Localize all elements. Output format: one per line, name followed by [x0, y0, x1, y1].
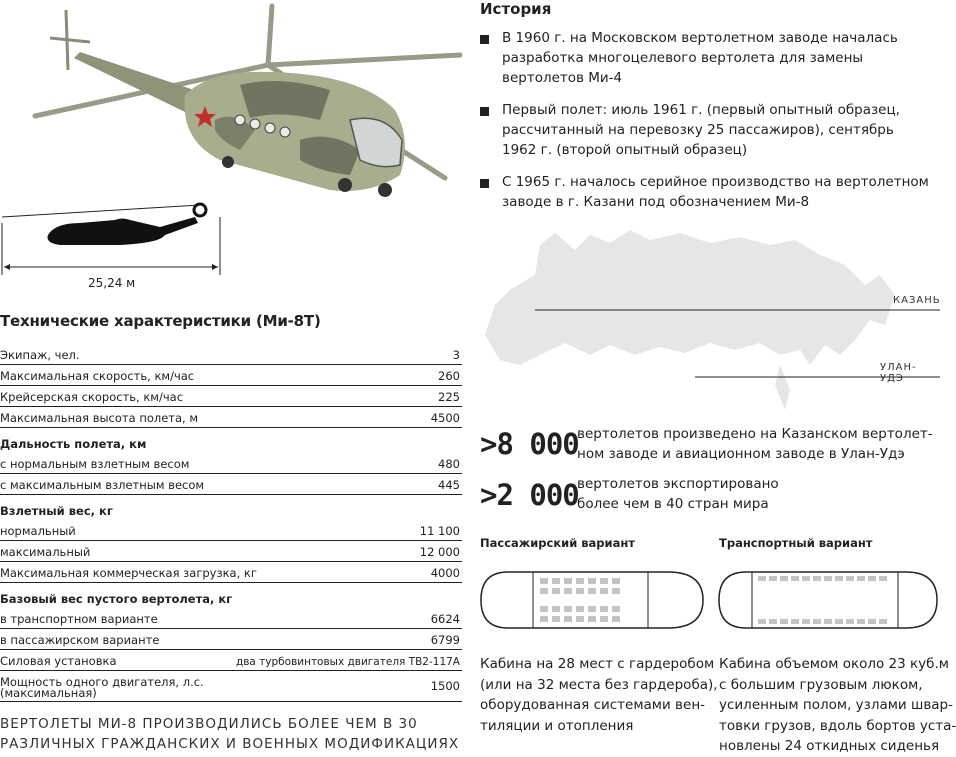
spec-row-crew: Экипаж, чел.3 — [0, 344, 462, 365]
spec-row-engine-power: Мощность одного двигателя, л.с.(максимал… — [0, 671, 462, 702]
helicopter-silhouette — [1, 202, 221, 275]
red-star-icon — [194, 106, 216, 127]
length-dimension: 25,24 м — [88, 276, 136, 290]
city-label-ulan-ude: УЛАН-УДЭ — [880, 362, 917, 384]
transport-cabin-diagram — [718, 571, 938, 629]
history-item: Первый полет: июль 1961 г. (первый опытн… — [480, 100, 930, 160]
spec-heading-empty-weight: Базовый вес пустого вертолета, кг — [0, 592, 233, 606]
stat-exported-number: >2 000 — [480, 478, 580, 512]
bullet-icon — [480, 107, 489, 116]
passenger-variant-title: Пассажирский вариант — [480, 536, 635, 550]
stat-produced-number: >8 000 — [480, 427, 580, 461]
history-item: С 1965 г. началось серийное производство… — [480, 172, 930, 212]
passenger-cabin-diagram — [480, 571, 704, 629]
bullet-icon — [480, 35, 489, 44]
history-item: В 1960 г. на Московском вертолетном заво… — [480, 28, 930, 88]
specs-table: Экипаж, чел.3 Максимальная скорость, км/… — [0, 344, 462, 702]
transport-variant-title: Транспортный вариант — [719, 536, 873, 550]
spec-heading-weight: Взлетный вес, кг — [0, 504, 113, 518]
history-list: В 1960 г. на Московском вертолетном заво… — [480, 28, 930, 224]
russia-map — [485, 230, 940, 410]
passenger-variant-desc: Кабина на 28 мест с гардеробом (или на 3… — [480, 656, 718, 734]
helicopter-illustration — [32, 3, 463, 197]
city-label-kazan: КАЗАНЬ — [893, 295, 941, 306]
spec-heading-range: Дальность полета, км — [0, 437, 147, 451]
transport-variant-desc: Кабина объемом около 23 куб.м с большим … — [719, 656, 956, 754]
stat-produced-desc: вертолетов произведено на Казанском верт… — [577, 426, 933, 462]
modifications-note: ВЕРТОЛЕТЫ МИ-8 ПРОИЗВОДИЛИСЬ БОЛЕЕ ЧЕМ В… — [0, 716, 460, 752]
history-title: История — [480, 0, 552, 18]
bullet-icon — [480, 179, 489, 188]
specs-title: Технические характеристики (Ми-8Т) — [0, 312, 321, 330]
